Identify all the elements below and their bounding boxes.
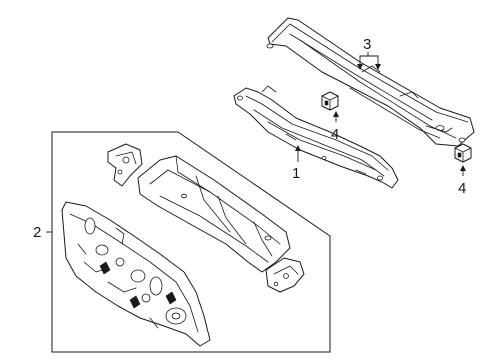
arrow-3b — [375, 64, 381, 70]
callout-4-right: 4 — [458, 180, 466, 197]
dash-panel — [61, 201, 211, 347]
dash-bracket-upper — [107, 143, 143, 187]
arrow-3a — [357, 64, 363, 70]
clip-left — [321, 91, 339, 111]
arrow-4b — [460, 165, 466, 171]
arrow-1 — [295, 145, 301, 151]
arrow-4a — [333, 111, 339, 117]
clip-right — [454, 143, 472, 163]
leader-3b — [368, 55, 379, 64]
dash-cross-member — [137, 155, 291, 273]
callout-4-left: 4 — [331, 126, 339, 143]
dash-bracket-lower — [265, 257, 305, 293]
callout-3: 3 — [363, 36, 371, 53]
leader-3a — [359, 52, 369, 64]
callout-1: 1 — [292, 165, 300, 182]
cowl-panel — [233, 85, 399, 189]
dash-panel-group-box — [51, 131, 331, 353]
callout-2: 2 — [33, 224, 41, 241]
